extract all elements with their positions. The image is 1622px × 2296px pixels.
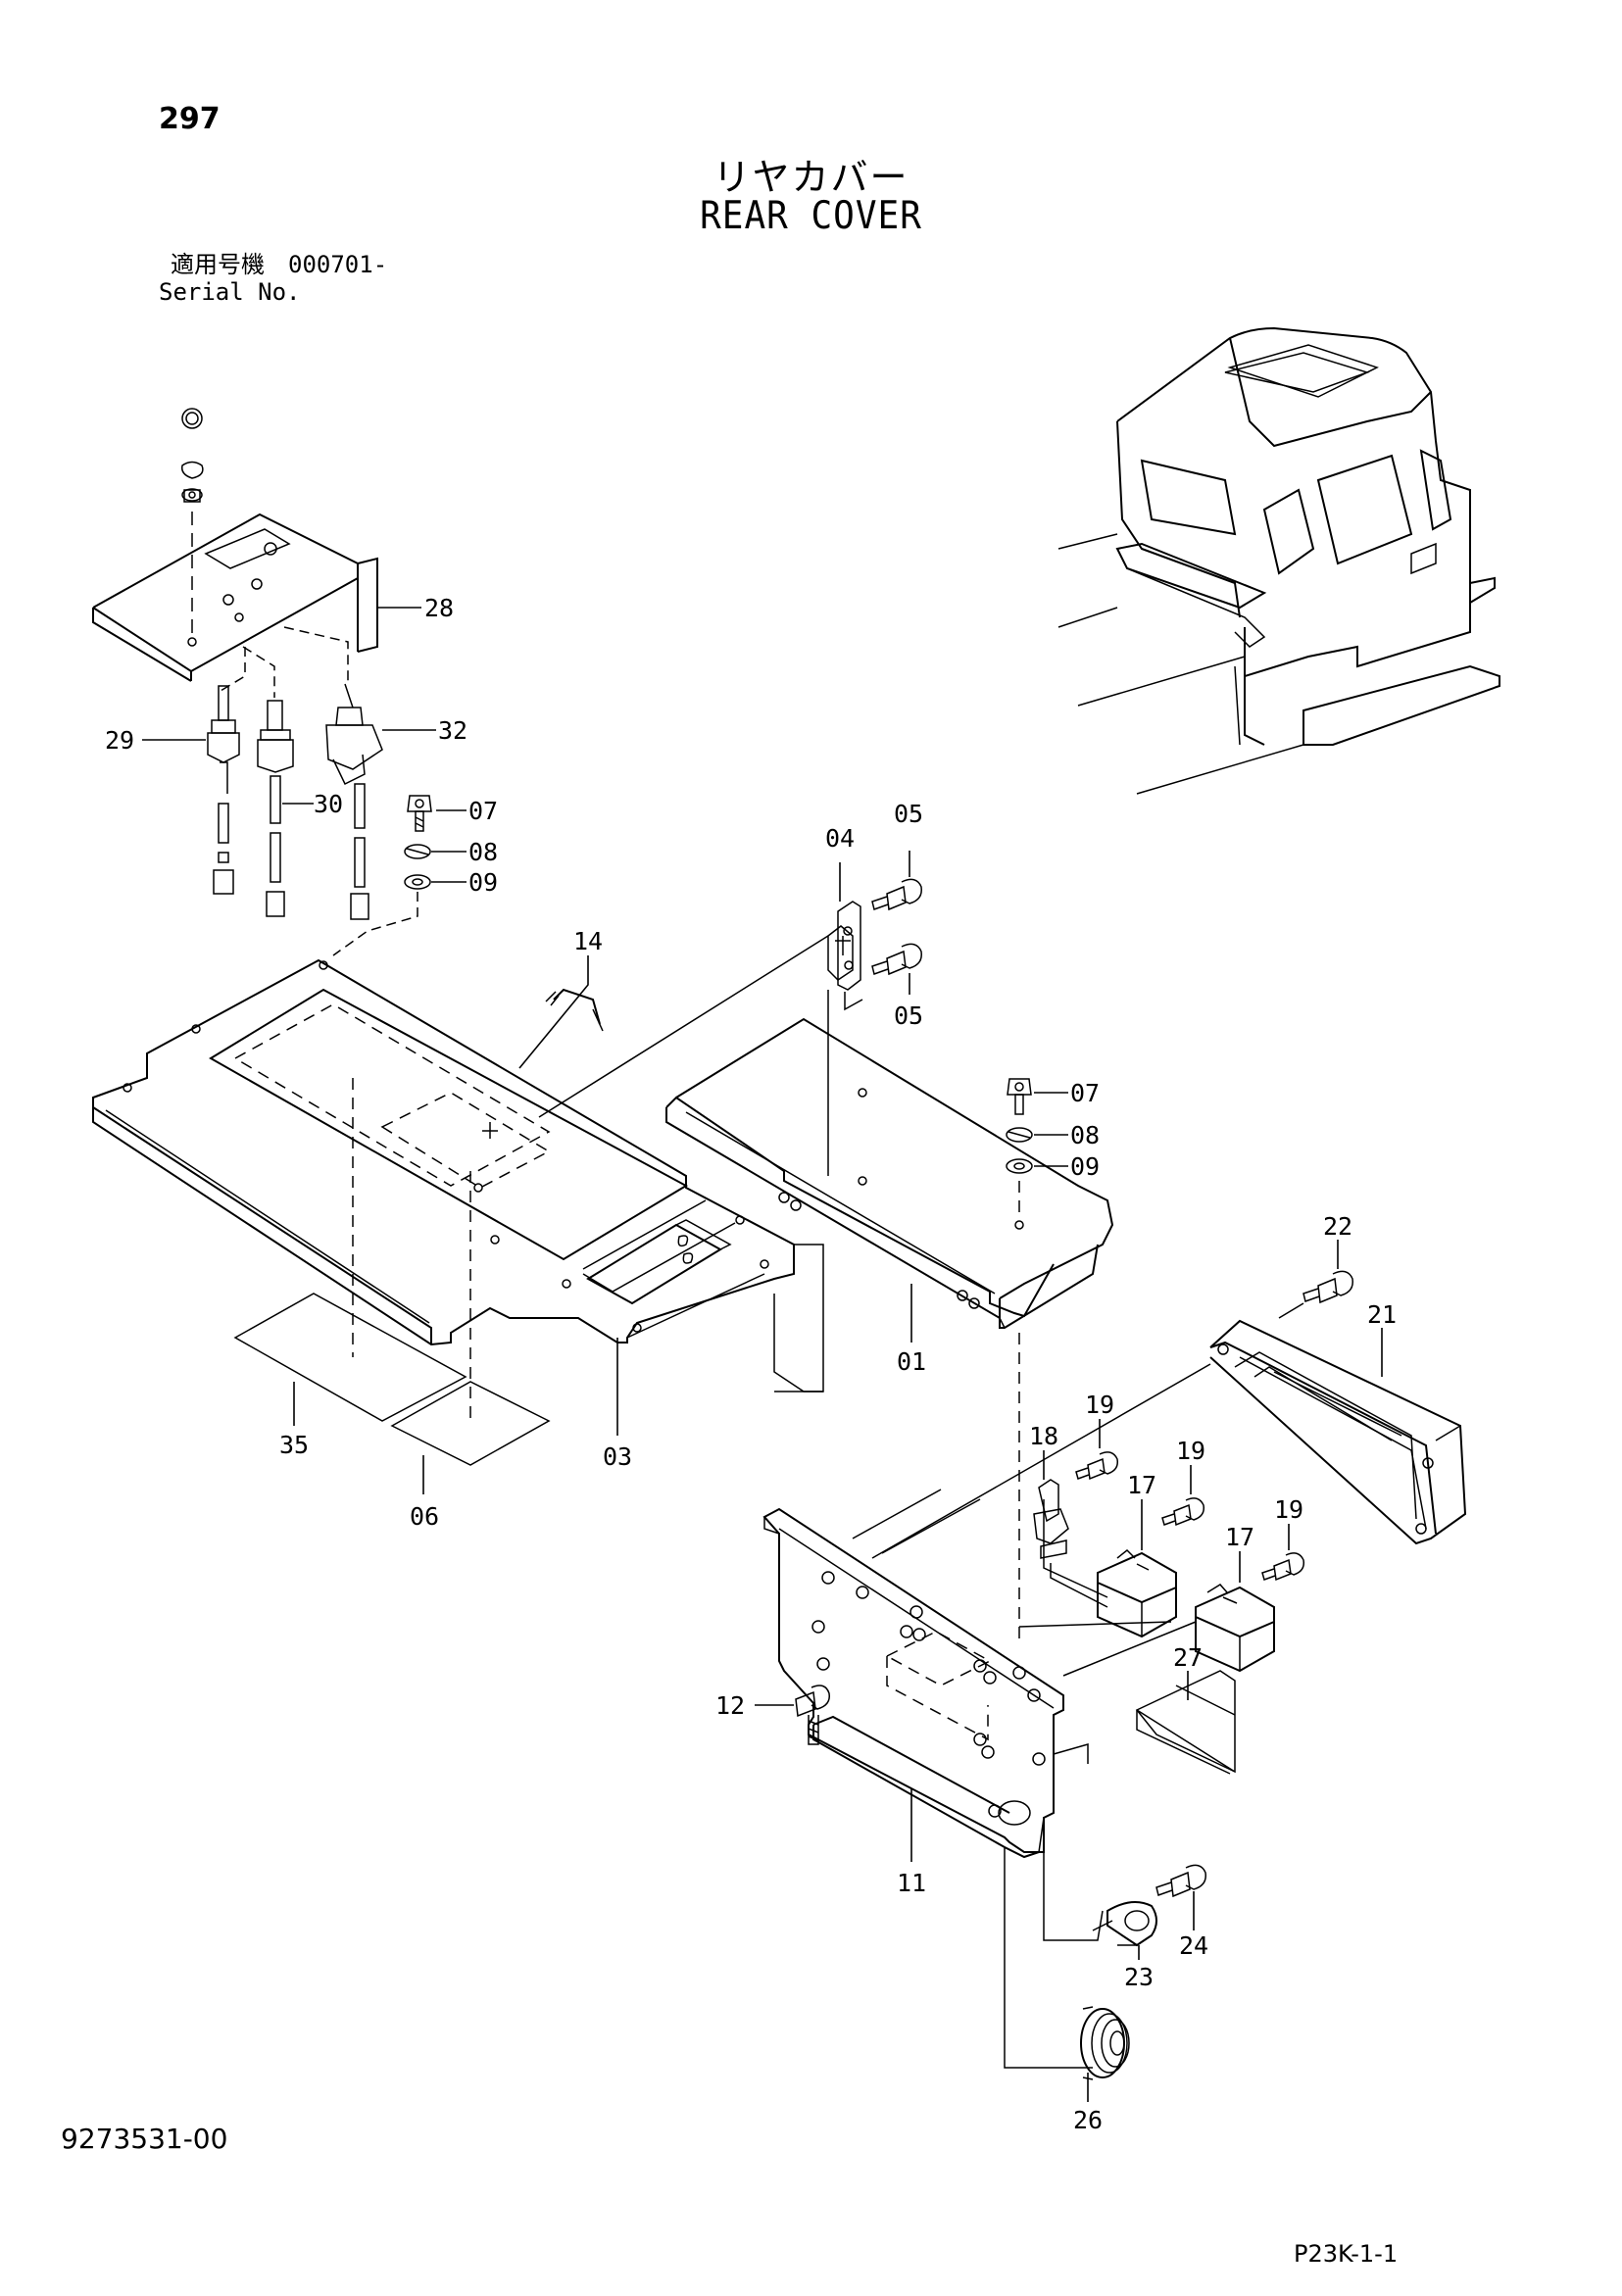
part-03-floor-plate bbox=[92, 958, 824, 1436]
callout-labels: 28 29 30 32 07 08 09 14 04 05 05 07 08 0… bbox=[105, 594, 1397, 2134]
part-04-latch bbox=[538, 851, 922, 1176]
part-21-bracket bbox=[871, 1240, 1467, 1559]
callout-04: 04 bbox=[825, 824, 855, 853]
hardware-stack-middle bbox=[1006, 1078, 1068, 1646]
callout-17-a: 17 bbox=[1127, 1471, 1156, 1499]
callout-21: 21 bbox=[1367, 1300, 1397, 1329]
callout-27: 27 bbox=[1173, 1643, 1203, 1672]
callout-18: 18 bbox=[1029, 1422, 1058, 1450]
callout-12: 12 bbox=[715, 1691, 745, 1720]
callout-14: 14 bbox=[573, 927, 603, 955]
callout-26: 26 bbox=[1073, 2106, 1103, 2134]
part-27-label bbox=[1135, 1670, 1236, 1775]
page-title-japanese: リヤカバー bbox=[713, 156, 909, 199]
callout-08-middle: 08 bbox=[1070, 1121, 1100, 1149]
serial-label-japanese: 適用号機 bbox=[171, 251, 265, 278]
callout-32: 32 bbox=[438, 716, 467, 745]
page-code: P23K-1-1 bbox=[1294, 2240, 1399, 2268]
part-28-bracket bbox=[92, 408, 421, 682]
callout-01: 01 bbox=[897, 1347, 926, 1376]
callout-09-middle: 09 bbox=[1070, 1152, 1100, 1181]
callout-29: 29 bbox=[105, 726, 134, 755]
part-11-side-plate bbox=[762, 1489, 1197, 2069]
part-14-handle bbox=[518, 955, 604, 1069]
document-number: 9273531-00 bbox=[61, 2123, 228, 2155]
switch-assemblies bbox=[142, 626, 436, 920]
callout-09-upper: 09 bbox=[468, 868, 498, 897]
page-title: REAR COVER bbox=[700, 193, 922, 239]
callout-28: 28 bbox=[424, 594, 454, 622]
part-23-clamp bbox=[1092, 1864, 1206, 1960]
serial-number-range: 000701- bbox=[288, 251, 388, 278]
callout-19-b: 19 bbox=[1176, 1437, 1205, 1465]
callout-05-lower: 05 bbox=[894, 1001, 923, 1030]
callout-30: 30 bbox=[314, 790, 343, 818]
serial-label: Serial No. bbox=[159, 278, 301, 306]
part-01-cover bbox=[665, 1017, 1114, 1343]
callout-35: 35 bbox=[279, 1431, 309, 1459]
callout-08-upper: 08 bbox=[468, 838, 498, 866]
page-number: 297 bbox=[159, 102, 221, 136]
callout-24: 24 bbox=[1179, 1931, 1208, 1960]
part-12-bolt bbox=[755, 1685, 830, 1745]
hardware-stack-upper bbox=[332, 795, 467, 956]
callout-17-b: 17 bbox=[1225, 1523, 1254, 1551]
callout-06: 06 bbox=[410, 1502, 439, 1531]
callout-22: 22 bbox=[1323, 1212, 1352, 1241]
callout-11: 11 bbox=[897, 1869, 926, 1897]
callout-19-a: 19 bbox=[1085, 1391, 1114, 1419]
machine-cab-overview bbox=[1057, 326, 1500, 795]
part-26-grommet bbox=[1080, 2006, 1130, 2102]
serial-applicability: 適用号機 000701- Serial No. bbox=[159, 251, 387, 306]
callout-03: 03 bbox=[603, 1442, 632, 1471]
callout-07-middle: 07 bbox=[1070, 1079, 1100, 1107]
callout-23: 23 bbox=[1124, 1963, 1154, 1991]
callout-07-upper: 07 bbox=[468, 797, 498, 825]
callout-05-upper: 05 bbox=[894, 800, 923, 828]
callout-19-c: 19 bbox=[1274, 1495, 1303, 1524]
labels-35-06 bbox=[233, 1078, 551, 1494]
switches-17-18-19 bbox=[1033, 1419, 1305, 1673]
